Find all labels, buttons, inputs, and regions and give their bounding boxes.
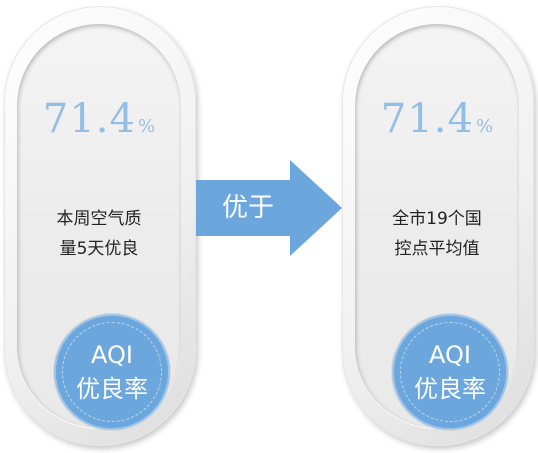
left-badge-line-1: AQI (91, 341, 133, 369)
left-percentage: 71.4% (17, 96, 181, 142)
right-badge-dashed-ring (400, 322, 500, 422)
left-percentage-unit: % (137, 116, 156, 137)
right-description-line-2: 控点平均值 (394, 239, 480, 259)
left-card-inner: 71.4% 本周空气质 量5天优良 AQI 优良率 (17, 24, 181, 430)
left-badge-dashed-ring (62, 322, 162, 422)
right-badge-text: AQI 优良率 (394, 338, 506, 406)
right-percentage-number: 71.4 (380, 96, 474, 142)
right-percentage: 71.4% (355, 96, 519, 142)
right-badge-line-2: 优良率 (414, 375, 486, 403)
arrow-right-icon (196, 160, 342, 256)
right-card: 71.4% 全市19个国 控点平均值 AQI 优良率 (342, 6, 534, 446)
left-description: 本周空气质 量5天优良 (17, 204, 181, 264)
left-description-line-2: 量5天优良 (59, 239, 139, 259)
right-card-inner: 71.4% 全市19个国 控点平均值 AQI 优良率 (355, 24, 519, 430)
left-aqi-badge: AQI 优良率 (54, 314, 170, 430)
right-badge-line-1: AQI (429, 341, 471, 369)
arrow-shape (196, 160, 342, 256)
left-percentage-number: 71.4 (42, 96, 136, 142)
left-card: 71.4% 本周空气质 量5天优良 AQI 优良率 (4, 6, 196, 446)
right-aqi-badge: AQI 优良率 (392, 314, 508, 430)
left-description-line-1: 本周空气质 (56, 209, 142, 229)
left-badge-line-2: 优良率 (76, 375, 148, 403)
left-badge-text: AQI 优良率 (56, 338, 168, 406)
right-percentage-unit: % (475, 116, 494, 137)
arrow-label: 优于 (221, 193, 274, 223)
right-description: 全市19个国 控点平均值 (355, 204, 519, 264)
right-description-line-1: 全市19个国 (392, 209, 482, 229)
